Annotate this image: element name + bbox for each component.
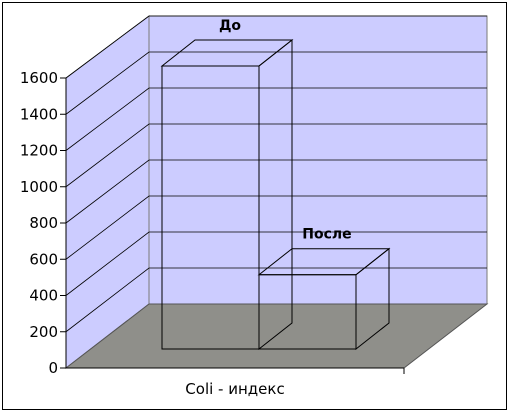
gridline-6 — [65, 87, 487, 151]
bar-1-data-label: После — [302, 227, 351, 243]
bar-0-front — [161, 65, 260, 350]
gridline-2 — [65, 231, 487, 296]
gridline-5 — [65, 123, 487, 188]
gridline-7 — [65, 51, 487, 115]
y-tick-label-5: 1000 — [20, 178, 58, 196]
y-tick-label-7: 1400 — [20, 105, 58, 123]
gridline-8 — [65, 15, 487, 79]
gridline-1 — [65, 267, 487, 333]
y-tick-label-4: 800 — [29, 214, 58, 232]
gridline-4 — [65, 159, 487, 224]
y-tick-label-1: 200 — [29, 323, 58, 341]
y-tick-label-3: 600 — [29, 250, 58, 268]
x-category-label: Coli - индекс — [185, 380, 284, 398]
bar-1-front — [258, 274, 357, 350]
y-tick-label-0: 0 — [48, 359, 58, 377]
y-tick-label-6: 1200 — [20, 142, 58, 160]
y-tick-label-2: 400 — [29, 287, 58, 305]
gridline-3 — [65, 195, 487, 260]
y-tick-label-8: 1600 — [20, 69, 58, 87]
bar-0-data-label: До — [219, 18, 241, 34]
